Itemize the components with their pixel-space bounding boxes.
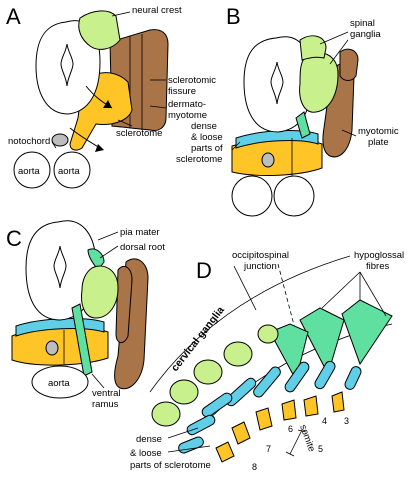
dense-band-b	[235, 130, 319, 149]
label-plate: plate	[368, 137, 389, 148]
label-dermato: dermato-	[168, 99, 206, 110]
dense-part-2	[314, 360, 336, 390]
myotome-c	[114, 258, 149, 390]
label-sclerotomic: sclerotomic	[168, 75, 216, 86]
hypoglossal-fan-2	[299, 307, 345, 376]
segment-number-3: 3	[344, 416, 349, 426]
neural-canal-b	[270, 61, 284, 105]
label-aorta-left: aorta	[18, 166, 40, 177]
dense-part-1	[344, 366, 362, 390]
label-dorsal-root: dorsal root	[120, 242, 165, 253]
notochord-b	[261, 152, 275, 168]
label-notochord: notochord	[8, 136, 50, 147]
label-fissure: fissure	[168, 86, 196, 97]
dense-part-7	[186, 414, 216, 436]
aorta-b-left	[231, 175, 273, 217]
panel-b-letter: B	[226, 4, 241, 29]
label-aorta-right: aorta	[58, 166, 80, 177]
myotomic-plate-upper	[339, 48, 359, 81]
segment-number-8: 8	[252, 462, 257, 472]
segment-number-5: 5	[318, 444, 323, 454]
panel-d-letter: D	[196, 258, 212, 283]
loose-part-7	[231, 421, 251, 445]
loose-part-4	[303, 395, 319, 417]
label-dense-b: dense	[191, 121, 217, 132]
segment-number-7: 7	[266, 444, 271, 454]
neural-canal-a	[60, 43, 74, 87]
label-ramus: ramus	[92, 399, 119, 410]
label-junction: junction	[243, 261, 277, 272]
dense-part-4	[253, 366, 281, 398]
label-ganglia: ganglia	[350, 29, 381, 40]
loose-part-6	[255, 407, 273, 431]
spinal-ganglion-b-back	[299, 35, 327, 61]
ganglion-d-3	[193, 359, 223, 385]
label-pia-mater: pia mater	[120, 227, 160, 238]
label-somite: somite	[297, 423, 317, 453]
label-loose-d: & loose	[130, 448, 162, 459]
label-sclerotome: sclerotome	[116, 128, 162, 139]
neural-crest-shape	[78, 10, 121, 50]
dense-part-3	[284, 361, 310, 393]
panel-a: A neural crest sclerotomic fissure derma…	[6, 4, 216, 189]
myotome-c-back	[115, 265, 133, 343]
ganglion-d-5	[151, 401, 181, 427]
label-spinal: spinal	[350, 18, 375, 29]
panel-d: D	[130, 250, 404, 472]
aorta-left-shape	[13, 151, 51, 189]
segment-number-4: 4	[322, 416, 327, 426]
label-parts-of-sclerotome-d: parts of sclerotome	[130, 460, 211, 471]
label-hypoglossal: hypoglossal	[354, 250, 404, 261]
neural-canal-c	[53, 245, 67, 289]
aorta-right-shape	[53, 151, 91, 189]
dense-part-8	[178, 436, 204, 454]
panel-a-letter: A	[6, 4, 21, 29]
label-parts-of-b: parts of	[191, 143, 223, 154]
label-dense-d: dense	[136, 434, 162, 445]
aorta-b-right	[273, 175, 315, 217]
label-occipitospinal: occipitospinal	[232, 250, 289, 261]
aorta-c	[31, 365, 89, 399]
hypoglossal-fan-1	[341, 299, 393, 366]
ventral-ramus-c	[71, 303, 93, 377]
loose-part-5	[281, 399, 297, 421]
loose-part-3	[331, 391, 345, 413]
spinal-ganglion-c	[81, 265, 119, 319]
ganglion-d-2	[223, 341, 253, 367]
label-myotome: myotome	[168, 110, 207, 121]
panel-c-letter: C	[6, 226, 22, 251]
label-fibres: fibres	[366, 261, 389, 272]
notochord-c	[45, 340, 59, 356]
label-ventral: ventral	[92, 388, 121, 399]
loose-part-8	[215, 441, 235, 463]
ganglion-d-4	[169, 379, 199, 405]
label-sclerotome-b: sclerotome	[176, 154, 222, 165]
dense-part-6	[201, 392, 233, 418]
label-loose-b: & loose	[191, 132, 223, 143]
label-aorta-c: aorta	[48, 378, 70, 389]
label-neural-crest: neural crest	[132, 5, 182, 16]
panel-b: B spinal ganglia dense & loose parts of …	[176, 4, 399, 217]
panel-c: C pia mater dorsal root aorta ventral ra…	[6, 220, 165, 410]
ganglion-d-1	[257, 324, 279, 344]
spinal-ganglion-b	[299, 52, 339, 113]
segment-number-6: 6	[288, 424, 293, 434]
label-myotomic: myotomic	[358, 126, 399, 137]
notochord-shape	[51, 133, 69, 147]
